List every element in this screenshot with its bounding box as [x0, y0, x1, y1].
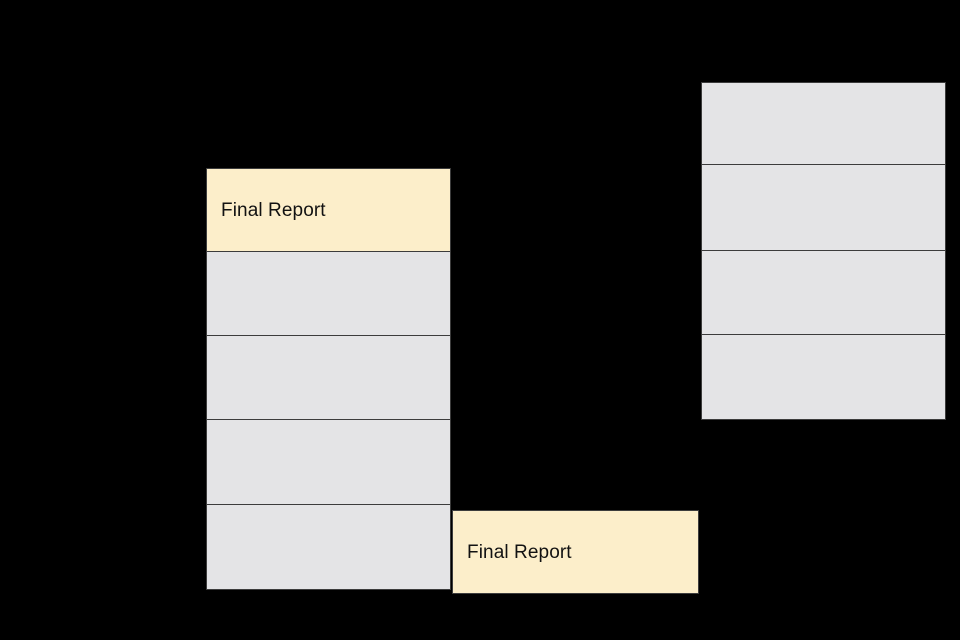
- report-block-empty[interactable]: [701, 82, 946, 165]
- report-block-label: Final Report: [467, 541, 572, 563]
- report-block-empty[interactable]: [206, 335, 451, 420]
- report-block-labeled[interactable]: Final Report: [206, 168, 451, 252]
- report-block-labeled[interactable]: Final Report: [452, 510, 699, 594]
- report-block-empty[interactable]: [701, 164, 946, 251]
- report-block-empty[interactable]: [206, 504, 451, 590]
- report-block-label: Final Report: [221, 199, 326, 221]
- report-block-empty[interactable]: [206, 419, 451, 505]
- report-block-empty[interactable]: [206, 251, 451, 336]
- report-block-empty[interactable]: [701, 334, 946, 420]
- report-block-empty[interactable]: [701, 250, 946, 335]
